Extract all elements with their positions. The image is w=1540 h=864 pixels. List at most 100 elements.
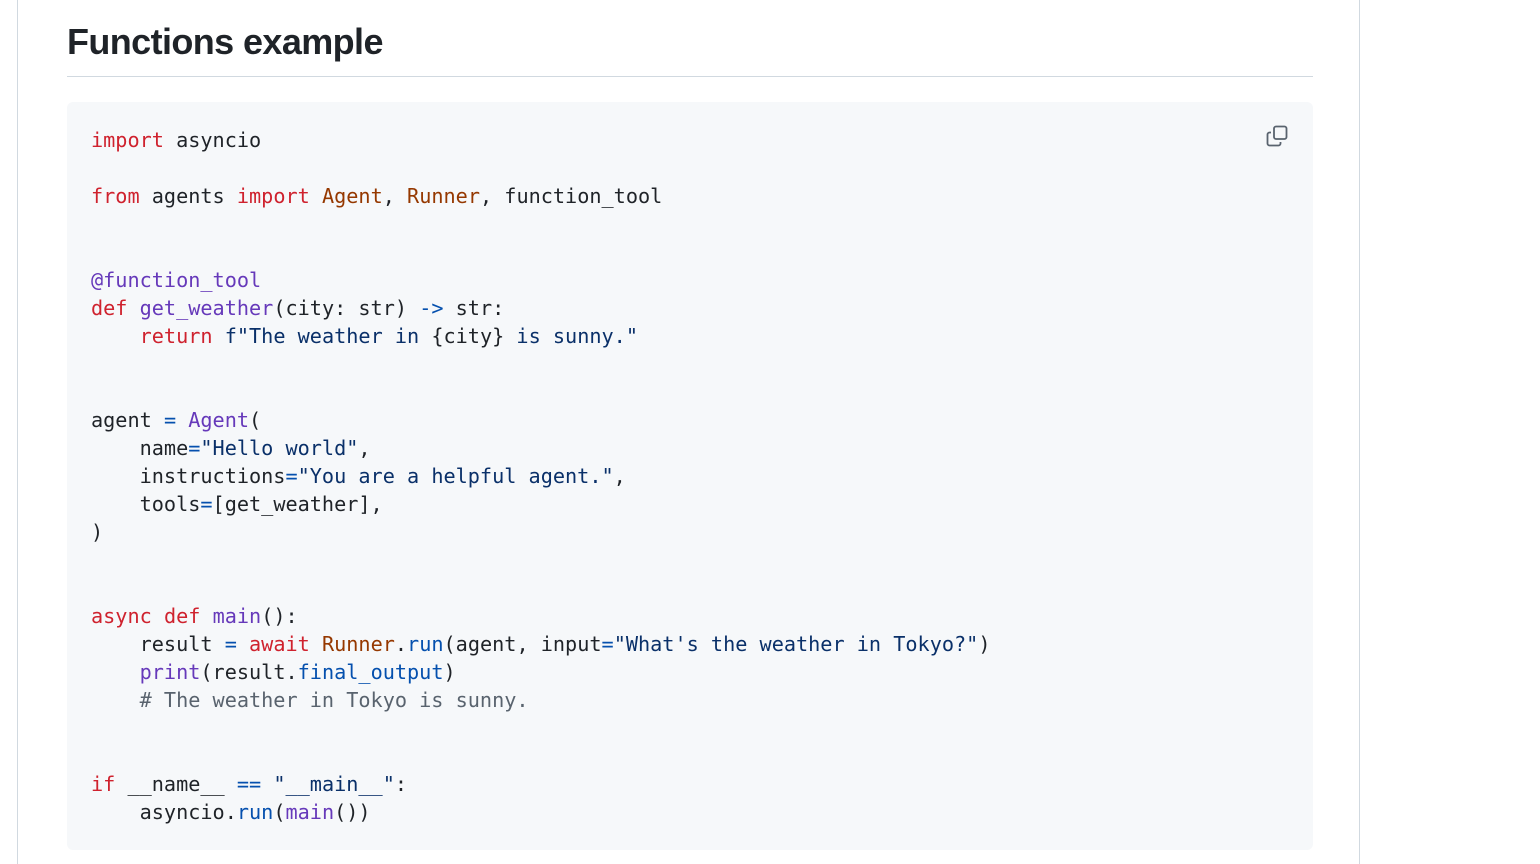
code-line: async def main(): [91, 602, 990, 630]
code-line: def get_weather(city: str) -> str: [91, 294, 990, 322]
code-line: tools=[get_weather], [91, 490, 990, 518]
code-token: , [382, 184, 408, 208]
heading-divider [67, 76, 1313, 77]
copy-button[interactable] [1259, 118, 1295, 154]
code-token [310, 184, 322, 208]
code-line: agent = Agent( [91, 406, 990, 434]
code-token: from [91, 184, 140, 208]
code-token: , [358, 436, 371, 460]
code-token: "Hello world" [200, 436, 359, 460]
code-content[interactable]: import asyncio from agents import Agent , … [91, 126, 990, 826]
code-line: print(result.final_output) [91, 658, 990, 686]
code-token: == [236, 772, 262, 796]
code-token: import [236, 184, 310, 208]
code-token: asyncio. [91, 800, 237, 824]
code-token: main [285, 800, 335, 824]
code-token [91, 324, 140, 348]
code-token: : [394, 772, 408, 796]
code-token: "__main__" [273, 772, 395, 796]
code-token: Runner [407, 184, 480, 208]
code-line: asyncio.run(main()) [91, 798, 990, 826]
code-line: instructions="You are a helpful agent.", [91, 462, 990, 490]
code-token [310, 632, 322, 656]
code-line [91, 238, 990, 266]
code-token [213, 324, 225, 348]
code-token [200, 604, 212, 628]
code-token: , function_tool [479, 184, 663, 208]
code-token: tools [91, 492, 201, 516]
code-token: get_weather [139, 296, 274, 320]
code-token: "You are a helpful agent." [297, 464, 614, 488]
code-token [237, 632, 249, 656]
code-line [91, 546, 990, 574]
code-token: await [249, 632, 310, 656]
code-token: ) [978, 632, 991, 656]
code-block: import asyncio from agents import Agent , … [67, 102, 1313, 850]
code-token: {city} [431, 324, 505, 348]
code-token: ) [91, 520, 104, 544]
code-line [91, 154, 990, 182]
code-line: if __name__ == "__main__": [91, 770, 990, 798]
code-token: result [91, 632, 225, 656]
code-token: is sunny." [504, 324, 638, 348]
code-token: def [91, 296, 128, 320]
code-token: [get_weather], [212, 492, 383, 516]
code-token: Runner [321, 632, 395, 656]
code-token: run [407, 632, 444, 656]
code-line [91, 742, 990, 770]
code-token: main [212, 604, 262, 628]
code-token: @function_tool [91, 268, 262, 292]
code-token: . [394, 632, 408, 656]
code-line [91, 378, 990, 406]
code-token: instructions [91, 464, 286, 488]
code-token: return [139, 324, 213, 348]
code-line: name="Hello world", [91, 434, 990, 462]
code-token [91, 660, 140, 684]
code-token: def [163, 604, 201, 628]
code-line: result = await Runner.run(agent, input="… [91, 630, 991, 658]
code-token: Agent [188, 408, 250, 432]
code-token: = [200, 492, 213, 516]
code-token: async [91, 604, 152, 628]
code-token: (result. [200, 660, 298, 684]
code-line: ) [91, 518, 990, 546]
code-token: , [613, 464, 626, 488]
code-line: @function_tool [91, 266, 990, 294]
code-token: # The weather in Tokyo is sunny. [91, 688, 529, 712]
code-token [127, 296, 139, 320]
code-token: run [236, 800, 274, 824]
code-token: = [601, 632, 614, 656]
code-token: = [285, 464, 298, 488]
code-token: asyncio [163, 128, 262, 152]
code-line [91, 714, 990, 742]
code-line [91, 210, 990, 238]
code-token: print [139, 660, 201, 684]
code-token: name [91, 436, 189, 460]
code-token: "What's the weather in Tokyo?" [613, 632, 979, 656]
code-token: = [163, 408, 177, 432]
code-token: = [188, 436, 201, 460]
code-line [91, 574, 990, 602]
code-token: f"The weather in [224, 324, 432, 348]
code-token: str: [443, 296, 505, 320]
code-token [152, 604, 164, 628]
code-line: import asyncio [91, 126, 990, 154]
code-line: # The weather in Tokyo is sunny. [91, 686, 990, 714]
code-token: ( [273, 800, 286, 824]
readme-article: Functions example import asyncio from age… [17, 0, 1360, 864]
code-token: agent [91, 408, 164, 432]
code-token: Agent [321, 184, 383, 208]
code-token: ()) [334, 800, 371, 824]
section-heading: Functions example [67, 21, 383, 62]
code-token: if [91, 772, 116, 796]
code-token: ) [443, 660, 456, 684]
code-token: (city: str) [273, 296, 420, 320]
code-token: final_output [297, 660, 444, 684]
code-line: return f"The weather in {city} is sunny.… [91, 322, 990, 350]
code-token: = [224, 632, 237, 656]
code-token: agents [139, 184, 237, 208]
code-line [91, 350, 990, 378]
code-token: ( [249, 408, 262, 432]
code-token: import [91, 128, 164, 152]
